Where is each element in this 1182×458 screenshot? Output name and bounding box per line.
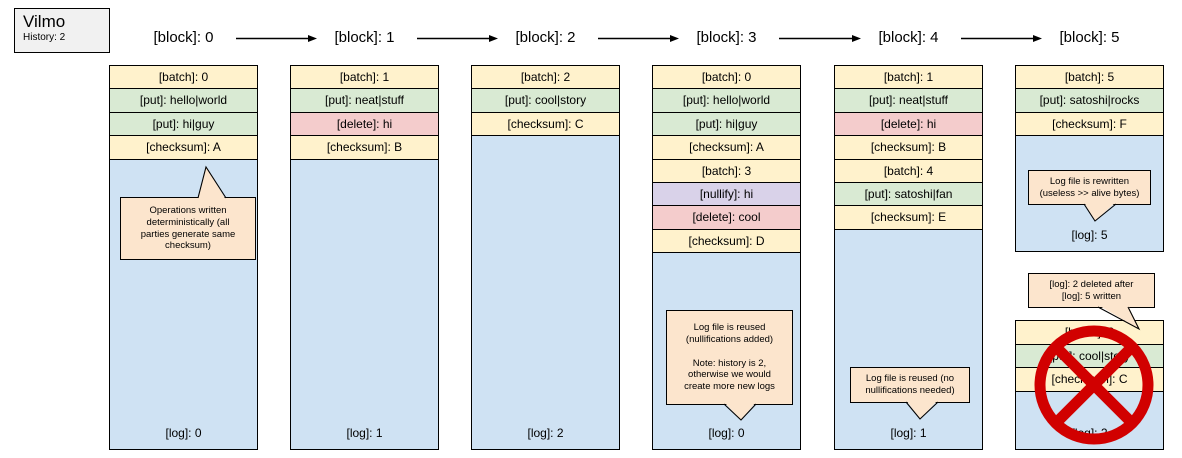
block-header-0: [block]: 0 <box>153 29 214 46</box>
row-batch: [batch]: 4 <box>835 159 982 183</box>
row-batch: [batch]: 0 <box>110 66 257 90</box>
block-header-5: [block]: 5 <box>1059 29 1120 46</box>
row-put: [put]: hello|world <box>653 89 800 113</box>
vilmo-box: Vilmo History: 2 <box>14 8 110 53</box>
callout-log-deleted: [log]: 2 deleted after [log]: 5 written <box>1028 273 1155 308</box>
log-file-label: [log]: 1 <box>346 426 383 440</box>
row-checksum: [checksum]: B <box>291 136 438 160</box>
log-file-label: [log]: 5 <box>1071 228 1108 242</box>
block-header-1: [block]: 1 <box>334 29 395 46</box>
callout-log-rewritten: Log file is rewritten (useless >> alive … <box>1028 170 1151 205</box>
log-file-label: [log]: 1 <box>890 426 927 440</box>
log-file-label: [log]: 0 <box>165 426 202 440</box>
block-header-4: [block]: 4 <box>878 29 939 46</box>
row-checksum: [checksum]: D <box>653 229 800 254</box>
row-put: [put]: satoshi|fan <box>835 182 982 207</box>
row-batch: [batch]: 3 <box>653 159 800 183</box>
row-batch: [batch]: 0 <box>653 66 800 90</box>
row-delete: [delete]: cool <box>653 206 800 230</box>
callout-log-reused-nullifications: Log file is reused (nullifications added… <box>666 310 793 405</box>
row-batch: [batch]: 1 <box>835 66 982 90</box>
row-delete: [delete]: hi <box>291 112 438 137</box>
log-container-block-5: [batch]: 5[put]: satoshi|rocks[checksum]… <box>1015 65 1164 252</box>
log-file-label: [log]: 2 <box>1071 426 1108 440</box>
row-put: [put]: neat|stuff <box>291 89 438 113</box>
row-checksum: [checksum]: B <box>835 136 982 160</box>
log-container-block-2: [batch]: 2[put]: cool|story[checksum]: C… <box>471 65 620 450</box>
row-put: [put]: cool|story <box>1016 344 1163 368</box>
row-delete: [delete]: hi <box>835 112 982 137</box>
vilmo-title: Vilmo <box>23 12 66 31</box>
row-batch: [batch]: 2 <box>1016 321 1163 345</box>
block-header-3: [block]: 3 <box>696 29 757 46</box>
row-checksum: [checksum]: C <box>472 112 619 137</box>
callout-deterministic-checksum: Operations written deterministically (al… <box>120 197 256 260</box>
log-container-block-1: [batch]: 1[put]: neat|stuff[delete]: hi[… <box>290 65 439 450</box>
row-put: [put]: hi|guy <box>110 112 257 137</box>
row-batch: [batch]: 2 <box>472 66 619 90</box>
row-checksum: [checksum]: E <box>835 206 982 230</box>
row-checksum: [checksum]: F <box>1016 112 1163 137</box>
row-checksum: [checksum]: A <box>653 136 800 160</box>
row-put: [put]: hi|guy <box>653 112 800 137</box>
row-nullify: [nullify]: hi <box>653 182 800 207</box>
row-put: [put]: hello|world <box>110 89 257 113</box>
row-put: [put]: neat|stuff <box>835 89 982 113</box>
row-put: [put]: cool|story <box>472 89 619 113</box>
block-header-2: [block]: 2 <box>515 29 576 46</box>
row-batch: [batch]: 1 <box>291 66 438 90</box>
log-file-label: [log]: 0 <box>708 426 745 440</box>
log-container-deleted: [batch]: 2[put]: cool|story[checksum]: C… <box>1015 320 1164 450</box>
row-put: [put]: satoshi|rocks <box>1016 89 1163 113</box>
row-checksum: [checksum]: A <box>110 136 257 160</box>
row-batch: [batch]: 5 <box>1016 66 1163 90</box>
vilmo-history: History: 2 <box>23 32 66 43</box>
row-checksum: [checksum]: C <box>1016 368 1163 392</box>
log-file-label: [log]: 2 <box>527 426 564 440</box>
callout-log-reused-no-nullifications: Log file is reused (no nullifications ne… <box>850 367 970 403</box>
